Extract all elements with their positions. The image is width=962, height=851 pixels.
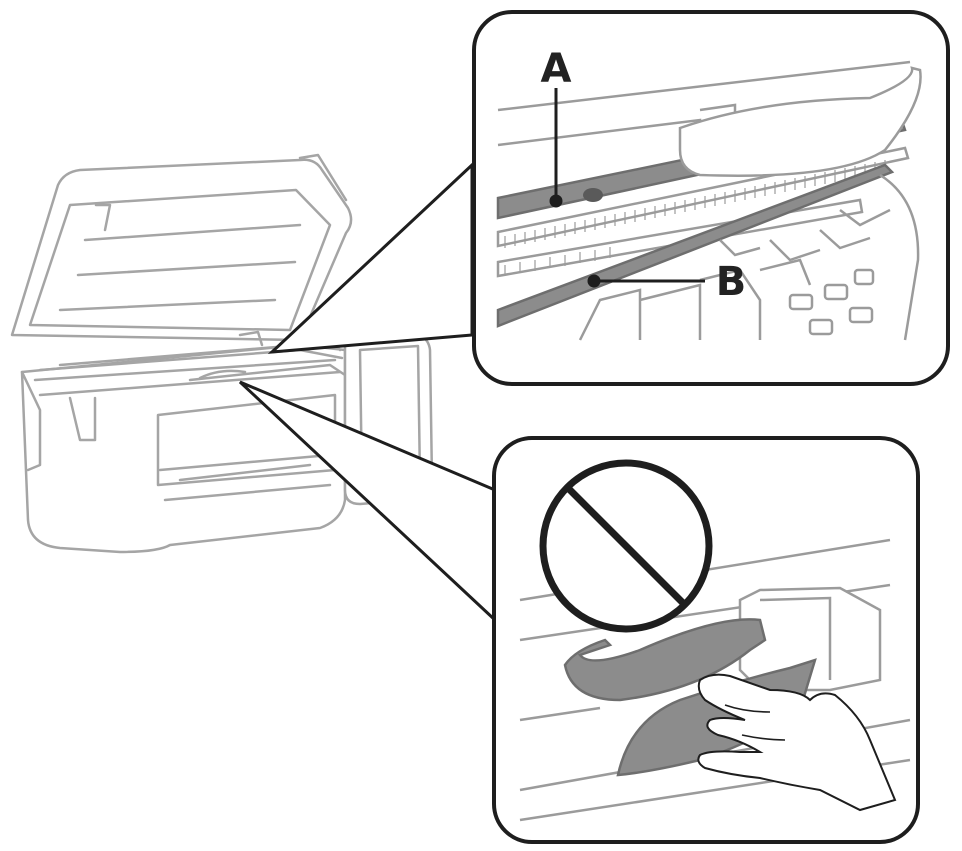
translucent-film-loop [563, 618, 767, 702]
hand-icon [697, 673, 897, 812]
label-leaders [549, 88, 705, 288]
callout-pointers [238, 161, 497, 624]
scanner-lid-inner [28, 188, 332, 332]
translucent-film [678, 66, 922, 177]
printer [10, 153, 434, 554]
top-detail-panel: A B [472, 10, 950, 386]
label-b: B [716, 259, 747, 305]
bottom-warning-panel [492, 436, 920, 844]
prohibition-icon [539, 459, 713, 633]
dirt-spot [583, 188, 603, 202]
label-a: A [541, 46, 572, 92]
scanner-lid [10, 158, 353, 342]
